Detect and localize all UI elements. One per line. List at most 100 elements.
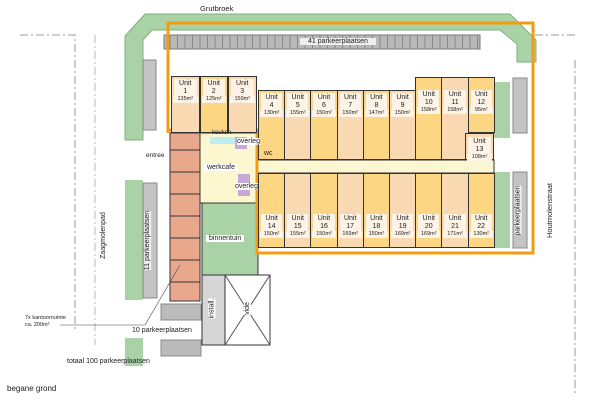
office-wing [169,132,201,302]
room-label-werkcafe: werkcafe [204,164,239,171]
unit-area: 169m² [391,231,415,238]
unit-label: Unit [422,215,435,222]
unit-area: 169m² [338,231,362,238]
annotation-line1: 7x kantoorruimte [25,315,66,321]
street-label-houtmolenstraat: Houtmolenstraat [545,182,555,239]
unit-number: 5 [295,101,300,109]
unit-number: 2 [211,87,216,95]
unit-label: Unit [343,215,357,222]
unit-number: 15 [293,222,302,230]
unit-label: Unit [236,80,249,87]
unit-area: 150m² [312,231,336,238]
unit-area: 159m² [230,96,255,103]
unit-area: 150m² [260,231,284,238]
unit-label: Unit [179,80,192,87]
unit-number: 6 [322,101,326,109]
unit-number: 7 [348,101,353,109]
unit-area: 95m² [469,107,493,114]
floor-label: begane grond [7,384,57,393]
unit-number: 9 [400,101,405,109]
unit-label: Unit [317,94,331,101]
parking-label-north: 41 parkeerplaatsen [300,38,376,45]
unit-number: 12 [477,98,486,106]
unit-label: Unit [474,91,488,98]
unit-number: 8 [374,101,379,109]
room-label-overleg-1: overleg [237,138,260,145]
boundary-line-west [20,34,76,330]
unit-number: 18 [372,222,381,230]
unit-label: Unit [396,215,409,222]
unit-area: 171m² [443,231,467,238]
parking-total-label: totaal 100 parkeerplaatsen [67,358,150,365]
annotation-leader [144,264,181,326]
unit-number: 10 [424,98,433,106]
keuken-room [210,137,235,144]
unit-area: 125m² [201,96,226,103]
unit-number: 4 [269,101,274,109]
unit-number: 21 [451,222,459,230]
unit-area: 130m² [260,110,284,117]
unit-label: Unit [265,215,278,222]
unit-area: 147m² [364,110,388,117]
unit-number: 13 [475,145,484,153]
unit-area: 108m² [467,154,492,161]
room-label-install: install. [208,298,216,319]
unit-label: Unit [422,91,435,98]
unit-label: Unit [448,91,462,98]
unit-label: Unit [343,94,357,101]
unit-label: Unit [370,215,383,222]
unit-label: Unit [473,138,486,145]
highlight-outline [166,21,535,255]
parking-south-2 [160,339,202,357]
room-label-binnentuin: binnentuin [206,235,245,242]
unit-area: 150m² [391,110,415,117]
parking-east-1 [512,77,528,134]
parking-label-east: parkeerplaatsen [514,185,522,236]
unit-label: Unit [396,94,409,101]
unit-area: 155m² [286,231,310,238]
room-label-entree: entree [146,152,165,159]
unit-number: 11 [451,98,459,106]
room-label-wc: wc [264,150,273,157]
unit-number: 1 [183,87,188,95]
green-strip-east-2 [494,172,510,248]
unit-number: 22 [477,222,486,230]
street-label-zaagmolenpad: Zaagmolenpad [99,212,107,259]
green-strip-north [124,13,537,141]
street-label-grutbroek: Grutbroek [200,4,234,13]
unit-number: 17 [346,222,355,230]
parking-south-1 [160,303,202,321]
unit-number: 16 [320,222,328,230]
green-strip-east-1 [494,82,510,138]
unit-area: 169m² [417,231,441,238]
unit-label: Unit [291,215,304,222]
